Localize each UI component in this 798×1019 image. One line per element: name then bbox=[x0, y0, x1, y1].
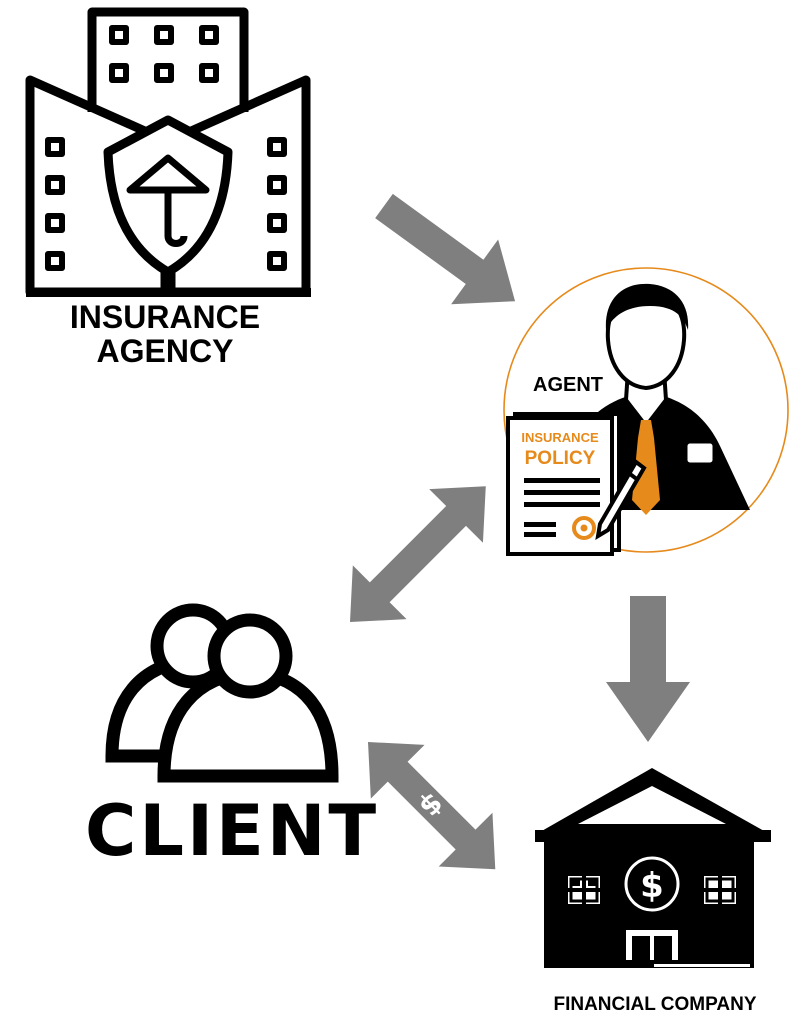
financial-dollar-icon: $ bbox=[640, 866, 664, 906]
agent-icon: INSURANCE POLICY bbox=[503, 267, 789, 556]
insurance-agency-label: INSURANCE AGENCY bbox=[40, 300, 290, 368]
policy-doc-line1: INSURANCE bbox=[521, 430, 599, 445]
client-icon bbox=[105, 603, 339, 783]
arrow-agent-client bbox=[350, 486, 486, 622]
arrow-agency-to-agent bbox=[375, 193, 516, 305]
financial-company-label: FINANCIAL COMPANY bbox=[553, 994, 757, 1015]
arrow-agent-to-financial bbox=[606, 596, 690, 742]
agency-base bbox=[26, 288, 311, 297]
client-label: CLIENT bbox=[85, 790, 380, 872]
agent-label: AGENT bbox=[533, 374, 603, 396]
agency-label-line2: AGENCY bbox=[96, 333, 234, 369]
policy-doc-line2: POLICY bbox=[525, 448, 596, 469]
agency-label-line1: INSURANCE bbox=[69, 299, 261, 335]
financial-company-icon: $ bbox=[535, 768, 771, 968]
insurance-agency-icon bbox=[25, 7, 311, 297]
